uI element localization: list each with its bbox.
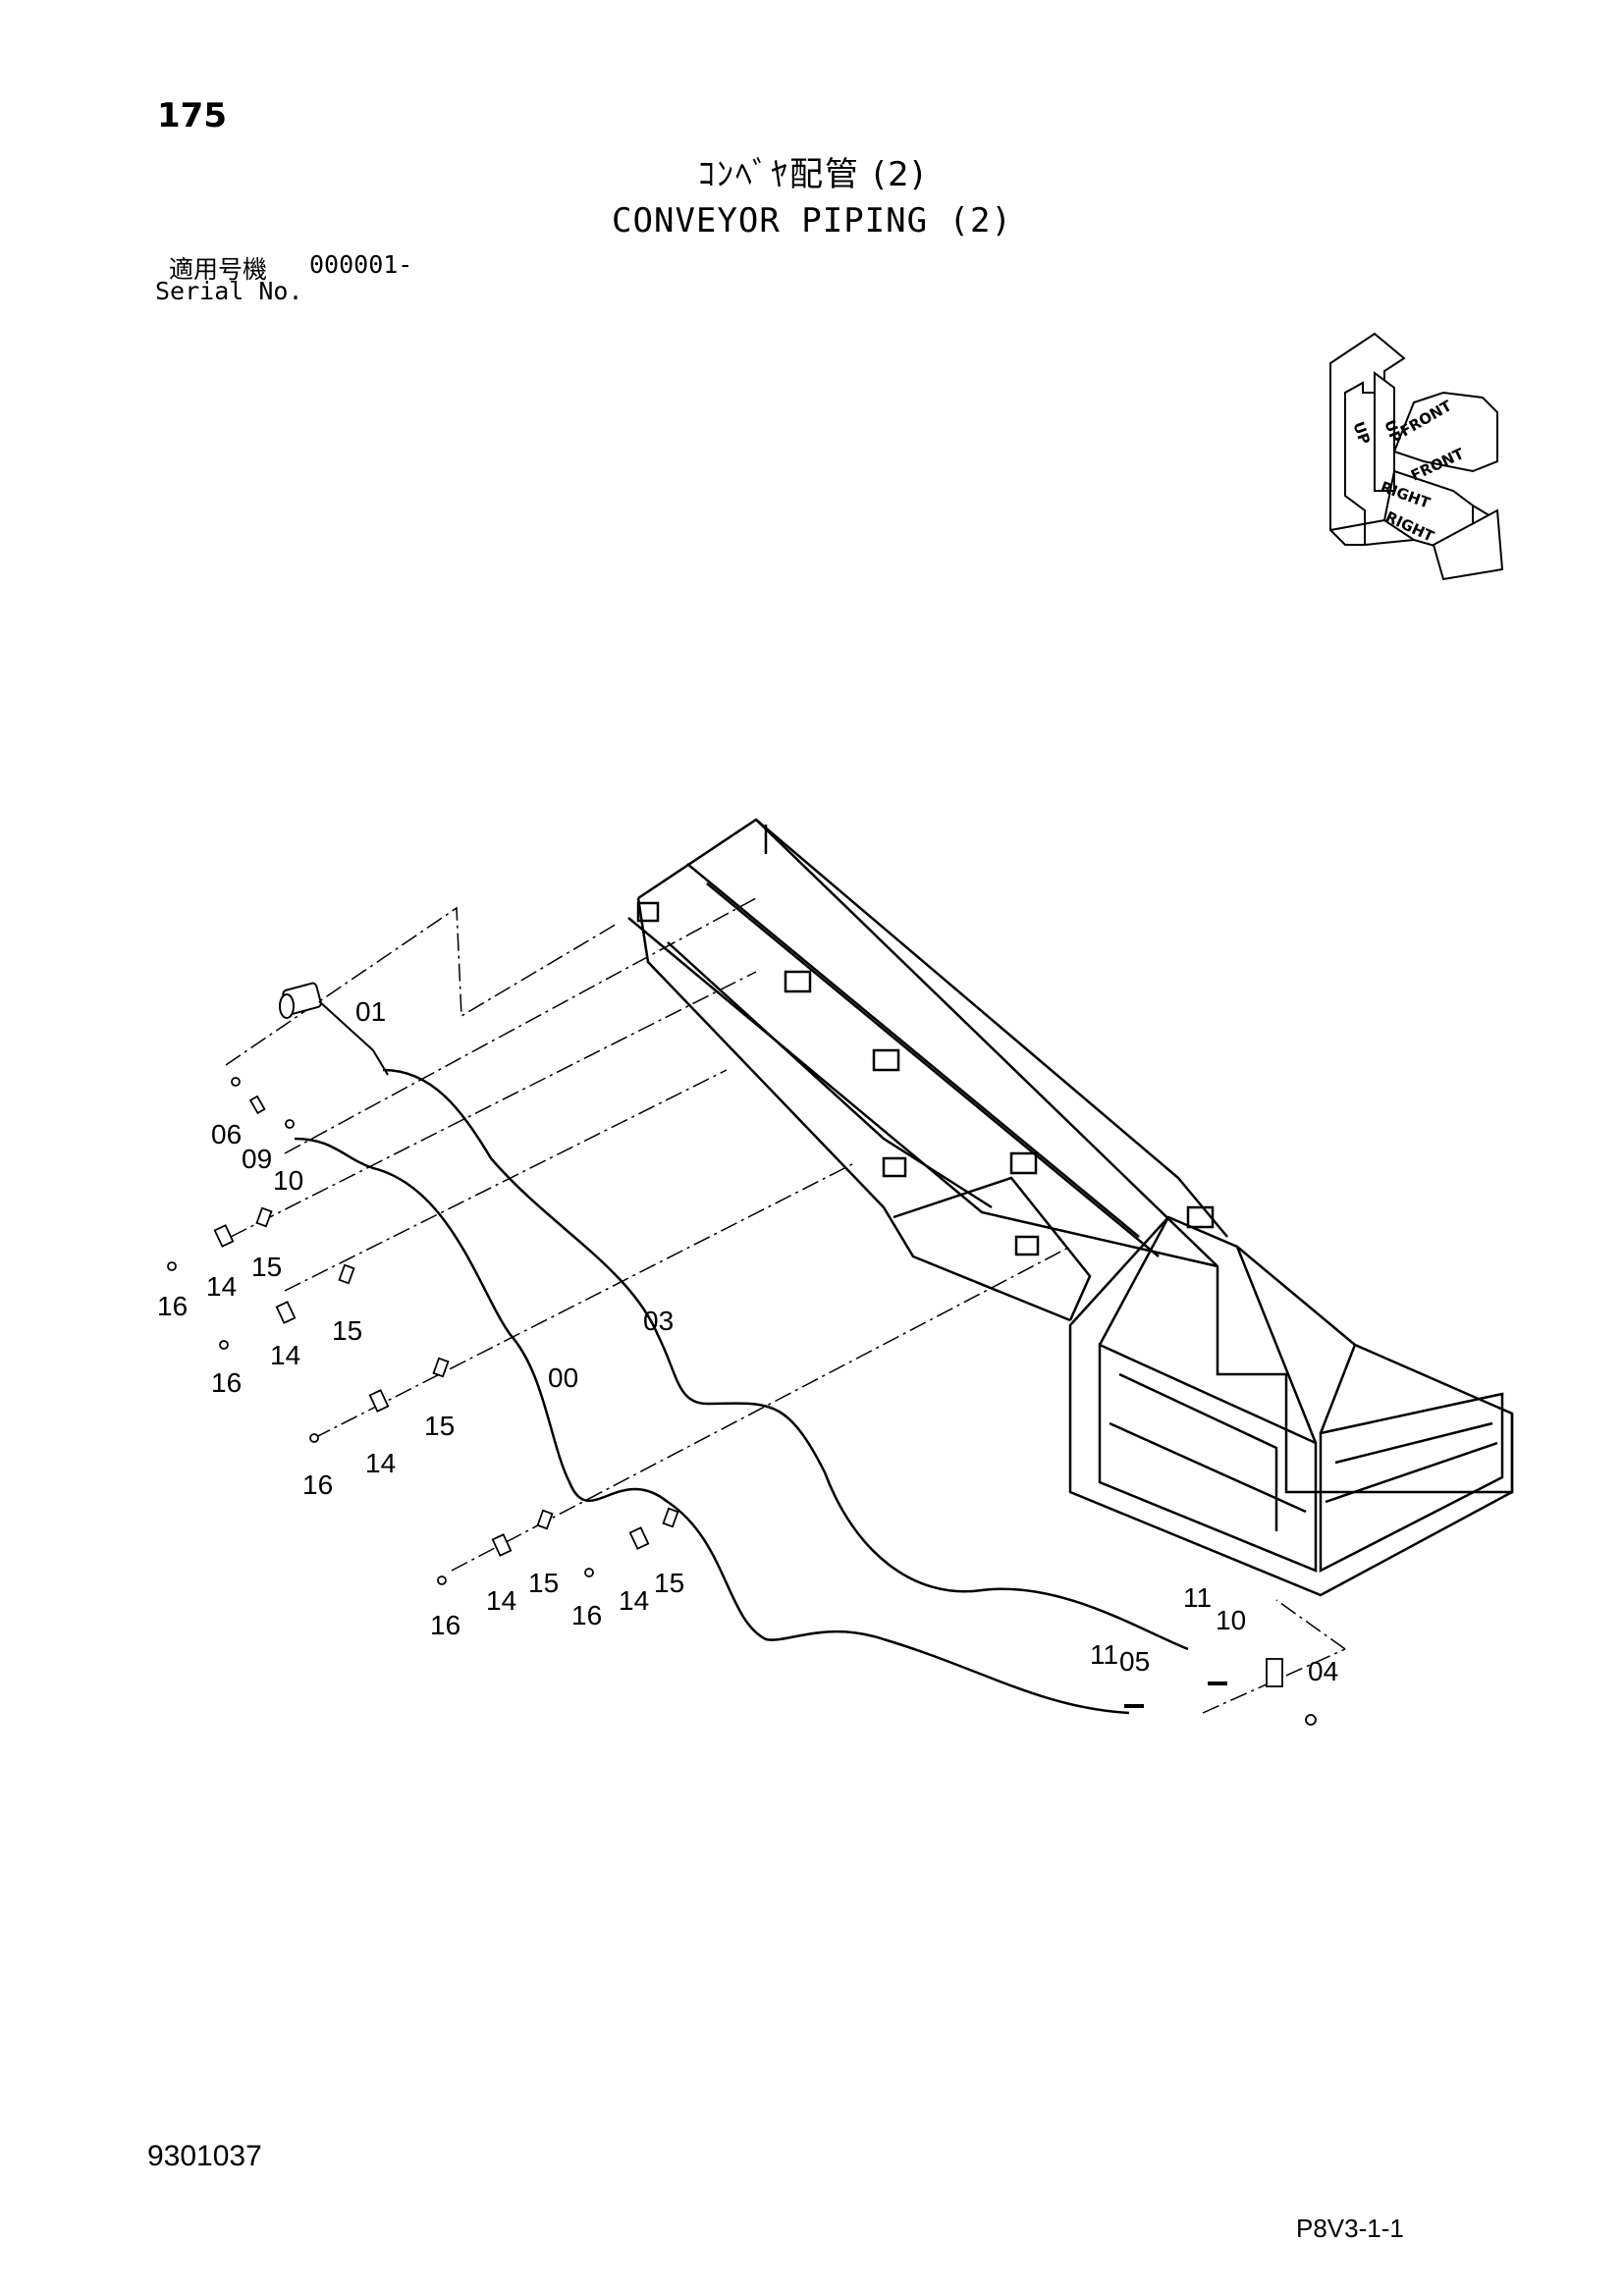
fittings (167, 1077, 1317, 1726)
hydraulic-motor-icon (279, 982, 389, 1076)
callout-06: 10 (273, 1165, 303, 1196)
callout-15-c: 15 (424, 1411, 455, 1441)
callout-14-e: 14 (619, 1585, 649, 1616)
callout-11-b: 11 (1090, 1639, 1118, 1670)
conveyor-frame (627, 818, 1514, 1597)
page-number: 175 (157, 96, 227, 135)
callout-15-b: 15 (332, 1315, 362, 1346)
callout-14-d: 14 (486, 1585, 516, 1616)
orientation-up-label: UP (1349, 419, 1374, 447)
callout-14-c: 14 (365, 1448, 396, 1478)
orientation-indicator-icon: UP UP FRONT FRONT RIGHT RIGHT (1329, 332, 1504, 581)
serial-number-value: 000001- (309, 250, 413, 279)
serial-label-japanese: 適用号機 (169, 255, 268, 284)
callout-09: 04 (1308, 1656, 1338, 1686)
page-code: P8V3-1-1 (1296, 2214, 1404, 2243)
callout-03: 03 (643, 1306, 674, 1336)
document-number: 9301037 (147, 2140, 262, 2172)
callout-14-a: 14 (206, 1271, 237, 1302)
page-title-japanese: ｺﾝﾍﾞﾔ配管 (2) (698, 155, 926, 194)
hydraulic-hoses (294, 1068, 1189, 1715)
callout-15-a: 15 (251, 1252, 282, 1282)
callout-05: 09 (242, 1144, 272, 1174)
orientation-front-label-2: FRONT (1408, 445, 1467, 485)
callout-11-a: 11 (1183, 1582, 1212, 1613)
leader-lines (225, 897, 1346, 1714)
callout-16-e: 16 (571, 1600, 602, 1630)
orientation-front-label: FRONT (1397, 397, 1455, 441)
callout-15-d: 15 (528, 1568, 559, 1598)
callout-14-b: 14 (270, 1340, 300, 1370)
callout-16-b: 16 (211, 1367, 242, 1398)
page-title: CONVEYOR PIPING (2) (612, 201, 1012, 240)
callout-labels: 01 06 09 10 16 14 15 16 14 15 16 14 15 0… (157, 996, 1338, 1686)
callout-04: 06 (211, 1119, 242, 1149)
callout-10-a: 10 (1216, 1605, 1246, 1635)
serial-label: Serial No. (155, 277, 303, 305)
hose-00 (294, 1137, 1130, 1715)
callout-16-c: 16 (302, 1469, 333, 1500)
callout-10-b: 05 (1119, 1646, 1150, 1677)
hose-03 (382, 1068, 1189, 1651)
callout-15-e: 15 (654, 1568, 684, 1598)
callout-01: 01 (355, 996, 386, 1027)
callout-16-d: 16 (430, 1610, 460, 1640)
callout-00: 00 (548, 1362, 578, 1393)
callout-16-a: 16 (157, 1291, 188, 1321)
